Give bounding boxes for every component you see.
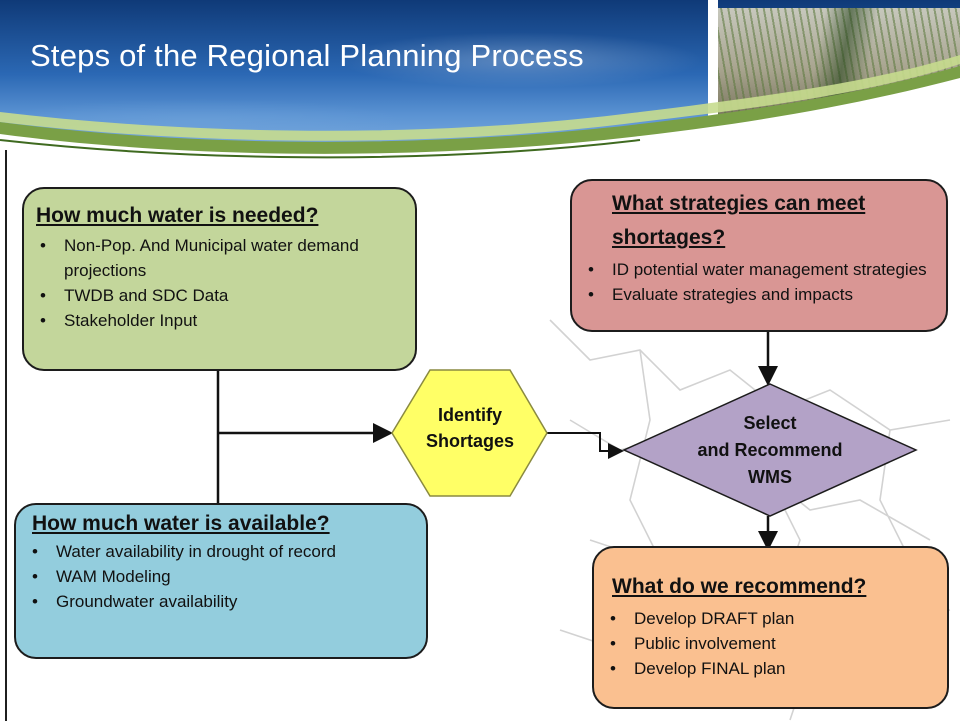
bullet-icon: • <box>610 659 616 678</box>
select-recommend-label: Select and Recommend WMS <box>665 410 875 491</box>
water-needed-list: •Non-Pop. And Municipal water demand pro… <box>24 233 404 333</box>
identify-shortages-label: Identify Shortages <box>405 402 535 454</box>
recommend-list: •Develop DRAFT plan •Public involvement … <box>594 606 934 681</box>
page-title: Steps of the Regional Planning Process <box>30 38 584 73</box>
list-item: •Develop DRAFT plan <box>594 606 934 631</box>
strategies-heading: What strategies can meet shortages? <box>612 192 866 249</box>
bullet-icon: • <box>40 286 46 305</box>
water-available-box: How much water is available? •Water avai… <box>14 503 428 659</box>
bullet-icon: • <box>40 236 46 255</box>
bullet-icon: • <box>588 260 594 279</box>
list-item: •WAM Modeling <box>16 564 416 589</box>
header-swoosh <box>0 55 960 170</box>
photo-divider <box>708 0 718 165</box>
bullet-icon: • <box>32 567 38 586</box>
identify-line-2: Shortages <box>425 431 515 451</box>
bullet-icon: • <box>32 592 38 611</box>
bullet-icon: • <box>610 634 616 653</box>
identify-hexagon <box>391 369 548 497</box>
bullet-icon: • <box>32 542 38 561</box>
water-needed-heading: How much water is needed? <box>36 204 319 227</box>
bullet-icon: • <box>588 285 594 304</box>
recommend-box: What do we recommend? •Develop DRAFT pla… <box>592 546 949 709</box>
water-available-heading: How much water is available? <box>32 512 330 535</box>
select-diamond <box>622 383 918 517</box>
list-item: •ID potential water management strategie… <box>572 257 942 282</box>
water-available-list: •Water availability in drought of record… <box>16 539 416 614</box>
identify-line-1: Identify <box>437 405 502 425</box>
list-item: •Evaluate strategies and impacts <box>572 282 942 307</box>
list-item: •Water availability in drought of record <box>16 539 416 564</box>
select-line-2: and Recommend <box>697 440 843 460</box>
bullet-icon: • <box>40 311 46 330</box>
list-item: •Develop FINAL plan <box>594 656 934 681</box>
list-item: •Non-Pop. And Municipal water demand pro… <box>24 233 404 283</box>
list-item: •Public involvement <box>594 631 934 656</box>
strategies-list: •ID potential water management strategie… <box>572 257 942 307</box>
arrow-to-select <box>546 432 624 459</box>
strategies-box: What strategies can meet shortages? •ID … <box>570 179 948 332</box>
select-line-1: Select <box>743 413 797 433</box>
water-needed-box: How much water is needed? •Non-Pop. And … <box>22 187 417 371</box>
left-rule <box>5 150 7 721</box>
select-line-3: WMS <box>748 467 792 487</box>
list-item: •Groundwater availability <box>16 589 416 614</box>
list-item: •TWDB and SDC Data <box>24 283 404 308</box>
recommend-heading: What do we recommend? <box>612 575 867 598</box>
list-item: •Stakeholder Input <box>24 308 404 333</box>
bullet-icon: • <box>610 609 616 628</box>
